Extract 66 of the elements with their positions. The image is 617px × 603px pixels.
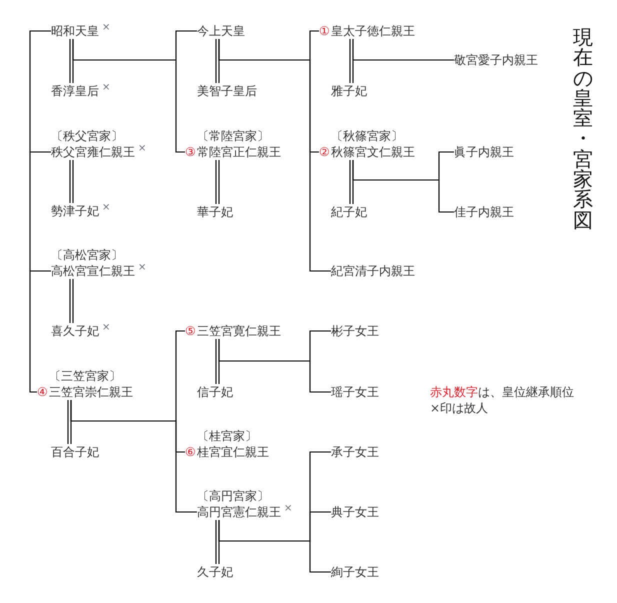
person-name: 華子妃 <box>197 205 233 219</box>
connector-line <box>29 270 51 393</box>
house-label: 〔三笠宮家〕 <box>49 369 121 383</box>
house-label: 〔高松宮家〕 <box>51 248 123 262</box>
marriage-line <box>69 278 74 324</box>
succession-number: ④ <box>37 385 48 399</box>
note-text: 赤丸数字は、皇位継承順位 <box>430 384 574 400</box>
connector-line <box>29 151 51 272</box>
connector-line <box>218 339 331 393</box>
person-name: 佳子内親王 <box>454 205 514 219</box>
person-name: 雅子妃 <box>331 84 367 98</box>
person-name: 紀宮清子内親王 <box>331 264 415 278</box>
person-name: 高円宮憲仁親王$^{×}$ <box>197 505 292 519</box>
person-name: 常陸宮正仁親王 <box>197 145 281 159</box>
connector-line <box>218 520 331 573</box>
person-name: 秩父宮雍仁親王$^{×}$ <box>51 145 146 159</box>
marriage-line <box>69 38 74 84</box>
connector-line <box>70 400 197 513</box>
person-name: 高松宮宣仁親王$^{×}$ <box>51 264 146 278</box>
marriage-line <box>67 399 72 445</box>
house-label: 〔常陸宮家〕 <box>197 129 269 143</box>
succession-number: ⑤ <box>185 324 196 338</box>
house-label: 〔秋篠宮家〕 <box>331 129 403 143</box>
person-name: 喜久子妃$^{×}$ <box>51 324 110 338</box>
marriage-line <box>215 338 220 385</box>
person-name: 三笠宮寛仁親王 <box>197 324 281 338</box>
person-name: 絢子女王 <box>331 565 379 579</box>
person-name: 勢津子妃$^{×}$ <box>51 204 110 218</box>
person-name: 眞子内親王 <box>454 145 514 159</box>
connector-line <box>218 39 331 272</box>
person-name: 美智子皇后 <box>197 84 257 98</box>
marriage-line <box>215 38 220 84</box>
house-label: 〔桂宮家〕 <box>197 429 257 443</box>
person-name: 承子女王 <box>331 445 379 459</box>
person-name: 瑶子女王 <box>331 385 379 399</box>
person-name: 紀子妃 <box>331 205 367 219</box>
person-name: 昭和天皇$^{×}$ <box>51 24 110 38</box>
person-name: 信子妃 <box>197 385 233 399</box>
person-name: 久子妃 <box>197 565 233 579</box>
marriage-line <box>215 519 220 565</box>
succession-number: ① <box>319 24 330 38</box>
diagram-title: 現在の皇室・宮家系図 <box>572 27 594 230</box>
person-name: 彬子女王 <box>331 324 379 338</box>
connector-line <box>352 160 454 213</box>
note-text: ×印は故人 <box>430 400 488 416</box>
person-name: 百合子妃 <box>51 445 99 459</box>
person-name: 桂宮宜仁親王 <box>197 445 269 459</box>
house-label: 〔高円宮家〕 <box>197 489 269 503</box>
person-name: 皇太子徳仁親王 <box>331 24 415 38</box>
connector-line <box>352 39 454 61</box>
person-name: 敬宮愛子内親王 <box>454 53 538 67</box>
succession-number: ③ <box>185 145 196 159</box>
connector-line <box>29 30 51 153</box>
person-name: 典子女王 <box>331 505 379 519</box>
marriage-line <box>69 159 74 204</box>
marriage-line <box>349 159 354 205</box>
succession-number: ⑥ <box>185 445 196 459</box>
marriage-line <box>215 159 220 205</box>
connector-line <box>72 39 185 153</box>
succession-number: ② <box>319 145 330 159</box>
house-label: 〔秩父宮家〕 <box>51 129 123 143</box>
person-name: 香淳皇后$^{×}$ <box>51 84 110 98</box>
person-name: 今上天皇 <box>197 24 245 38</box>
person-name: 秋篠宮文仁親王 <box>331 145 415 159</box>
person-name: 三笠宮崇仁親王 <box>49 385 133 399</box>
marriage-line <box>349 38 354 84</box>
